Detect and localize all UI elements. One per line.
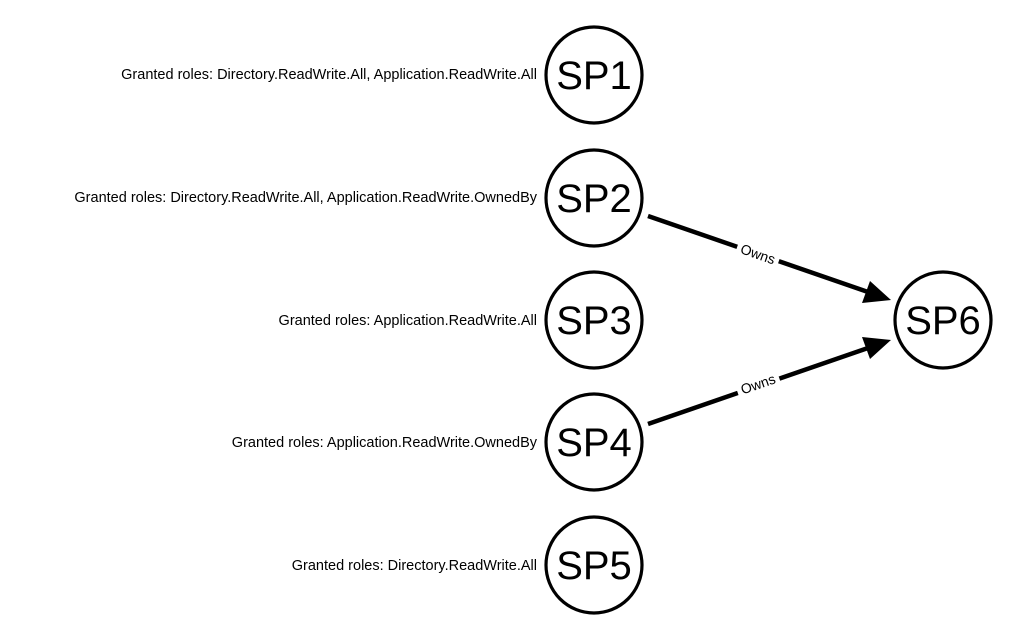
granted-roles-label: Granted roles: Application.ReadWrite.All (279, 313, 537, 329)
granted-roles-label: Granted roles: Directory.ReadWrite.All, … (121, 67, 537, 83)
node-sp6: SP6 (893, 270, 993, 370)
granted-roles-label: Granted roles: Directory.ReadWrite.All (292, 558, 537, 574)
node-sp3: Granted roles: Application.ReadWrite.All… (279, 270, 644, 370)
arrowhead-icon (862, 337, 891, 359)
node-label: SP4 (556, 421, 632, 465)
node-sp4: Granted roles: Application.ReadWrite.Own… (232, 392, 644, 492)
granted-roles-label: Granted roles: Application.ReadWrite.Own… (232, 435, 538, 451)
node-label: SP3 (556, 299, 632, 343)
node-circle (544, 515, 644, 615)
node-sp5: Granted roles: Directory.ReadWrite.All S… (292, 515, 644, 615)
edge-label-bg (733, 367, 783, 401)
node-circle (544, 25, 644, 125)
node-label: SP2 (556, 177, 632, 221)
node-label: SP1 (556, 54, 632, 98)
node-label: SP6 (905, 299, 981, 343)
edge-sp2-owns-sp6: Owns (647, 213, 891, 303)
granted-roles-label: Granted roles: Directory.ReadWrite.All, … (74, 190, 537, 206)
node-label: SP5 (556, 544, 632, 588)
edge-label-bg (733, 237, 783, 271)
node-circle (544, 270, 644, 370)
node-circle (544, 392, 644, 492)
node-circle (544, 148, 644, 248)
node-circle (893, 270, 993, 370)
node-sp1: Granted roles: Directory.ReadWrite.All, … (121, 25, 644, 125)
arrowhead-icon (862, 281, 891, 303)
node-sp2: Granted roles: Directory.ReadWrite.All, … (74, 148, 644, 248)
edge-sp4-owns-sp6: Owns (647, 337, 891, 427)
